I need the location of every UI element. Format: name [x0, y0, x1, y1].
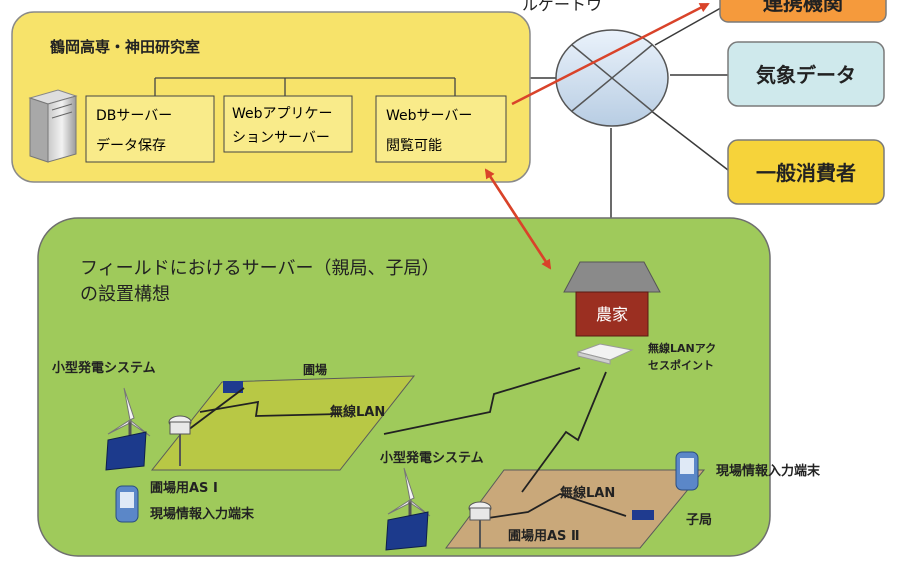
terminal-label-1: 現場情報入力端末 — [150, 506, 255, 522]
access-point-icon — [576, 343, 634, 365]
db-server-line2: データ保存 — [96, 137, 166, 154]
field-label: 圃場 — [303, 362, 327, 377]
field-title-line2: の設置構想 — [80, 284, 170, 305]
access-point-label-1: 無線LANアク — [648, 341, 716, 355]
db-server-line1: DBサーバー — [96, 108, 172, 124]
lab-title: 鶴岡高専・神田研究室 — [50, 38, 200, 56]
child-station-label: 子局 — [686, 513, 712, 528]
as2-label: 圃場用AS Ⅱ — [508, 528, 580, 544]
sensor-box-1 — [223, 381, 243, 393]
generator-label-1: 小型発電システム — [52, 360, 156, 376]
weather-data-label: 気象データ — [756, 63, 856, 87]
web-app-server-line2: ションサーバー — [232, 130, 330, 146]
consumer-box — [727, 139, 885, 205]
internet-globe-icon — [555, 29, 669, 127]
arrow-to-partner — [511, 2, 710, 106]
partner-org-box — [719, 0, 887, 23]
access-point-label-2: セスポイント — [648, 358, 714, 372]
arrow-web-to-farm — [484, 169, 552, 270]
web-server-line1: Webサーバー — [386, 108, 472, 124]
web-server-box — [375, 95, 507, 163]
web-server-line2: 閲覧可能 — [386, 137, 442, 154]
top-partial-label: ルゲートウ — [522, 0, 602, 14]
sensor-pole-1 — [168, 415, 192, 466]
sensor-pole-2 — [468, 501, 492, 548]
farmhouse-icon: 農家 — [563, 261, 661, 337]
web-app-server-box — [223, 95, 353, 153]
field-plot-1 — [150, 375, 416, 471]
field-title-line1: フィールドにおけるサーバー（親局、子局） — [80, 258, 439, 279]
web-app-server-line1: Webアプリケー — [232, 106, 333, 122]
server-tree-connector — [154, 77, 456, 96]
child-station-device — [632, 510, 654, 520]
wind-turbine-icon-2 — [385, 467, 431, 551]
wind-turbine-icon-1 — [105, 387, 151, 471]
generator-label-2: 小型発電システム — [380, 450, 484, 466]
partner-org-label: 連携機関 — [763, 0, 843, 15]
terminal-label-2: 現場情報入力端末 — [716, 463, 821, 479]
wireless-links — [187, 367, 627, 519]
mobile-terminal-icon-1 — [115, 485, 139, 523]
as1-label: 圃場用AS Ⅰ — [150, 480, 218, 496]
weather-data-box — [727, 41, 885, 107]
field-plot-2 — [445, 469, 706, 549]
wlan-label-2: 無線LAN — [560, 485, 615, 501]
server-tower-icon — [28, 89, 78, 163]
farmhouse-label: 農家 — [596, 305, 628, 324]
wlan-label-1: 無線LAN — [330, 404, 385, 420]
mobile-terminal-icon-2 — [675, 451, 699, 491]
db-server-box — [85, 95, 215, 163]
consumer-label: 一般消費者 — [756, 161, 856, 185]
